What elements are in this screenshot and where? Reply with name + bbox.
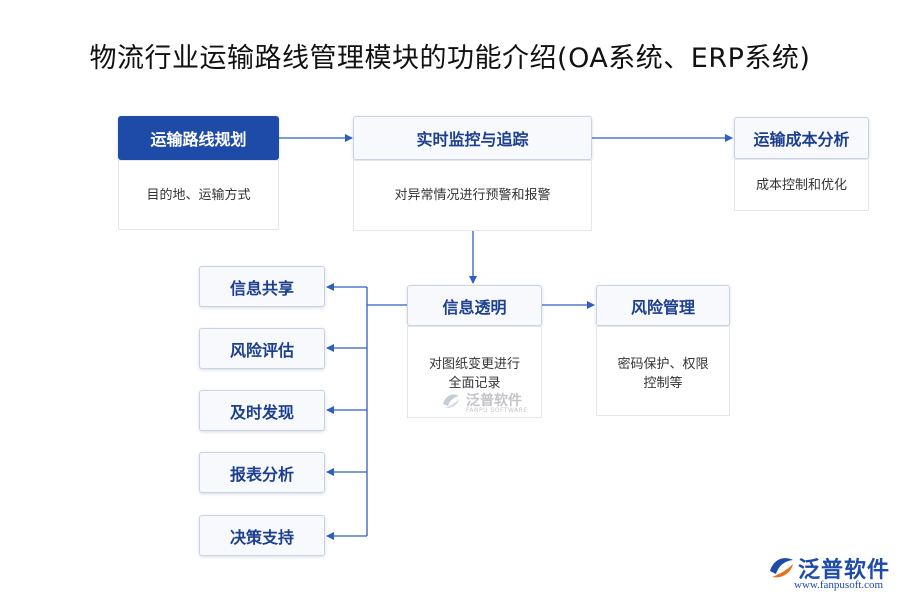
side-item-label: 决策支持 (229, 527, 294, 547)
brand-logo-url: www.fanpusoft.com (794, 579, 884, 591)
node-risk-management-detail-line1: 密码保护、权限 (617, 357, 709, 372)
node-info-transparency-label: 信息透明 (442, 297, 507, 317)
watermark-text: 泛普软件 (466, 393, 522, 409)
side-item-label: 及时发现 (229, 402, 294, 422)
watermark: 泛普软件 FANPU SOFTWARE (440, 390, 535, 416)
node-cost-analysis: 运输成本分析 (734, 117, 869, 159)
node-risk-management-detail: 密码保护、权限 控制等 (596, 326, 730, 416)
node-risk-management-detail-line2: 控制等 (643, 376, 683, 391)
node-monitoring-label: 实时监控与追踪 (416, 130, 529, 149)
node-monitoring: 实时监控与追踪 (353, 116, 592, 160)
side-item-risk-eval: 风险评估 (199, 328, 325, 369)
node-info-transparency: 信息透明 (407, 285, 542, 326)
node-cost-analysis-detail: 成本控制和优化 (734, 159, 869, 211)
node-route-planning: 运输路线规划 (118, 116, 279, 160)
side-item-label: 风险评估 (229, 340, 294, 360)
node-route-planning-label: 运输路线规划 (150, 130, 247, 149)
watermark-logo-icon (443, 394, 459, 409)
brand-logo-icon (770, 558, 793, 578)
node-route-planning-detail-text: 目的地、运输方式 (146, 187, 251, 203)
side-item-label: 信息共享 (229, 278, 294, 298)
page-title: 物流行业运输路线管理模块的功能介绍(OA系统、ERP系统) (89, 43, 811, 74)
node-info-transparency-detail: 对图纸变更进行 全面记录 (407, 326, 542, 418)
watermark-subtext: FANPU SOFTWARE (466, 407, 528, 414)
side-item-timely-find: 及时发现 (199, 390, 325, 431)
node-info-transparency-detail-line1: 对图纸变更进行 (428, 357, 520, 372)
node-cost-analysis-label: 运输成本分析 (753, 130, 850, 149)
node-route-planning-detail: 目的地、运输方式 (118, 160, 279, 230)
side-item-info-share: 信息共享 (199, 266, 325, 307)
node-monitoring-detail-text: 对异常情况进行预警和报警 (394, 188, 551, 203)
node-cost-analysis-detail-text: 成本控制和优化 (755, 177, 847, 193)
side-item-decision: 决策支持 (199, 515, 325, 556)
node-info-transparency-detail-line2: 全面记录 (448, 376, 501, 391)
side-item-label: 报表分析 (229, 464, 294, 484)
side-item-report: 报表分析 (199, 452, 325, 493)
brand-logo: 泛普软件 www.fanpusoft.com (766, 552, 896, 596)
node-monitoring-detail: 对异常情况进行预警和报警 (353, 160, 592, 231)
brand-logo-text: 泛普软件 (798, 558, 891, 583)
node-risk-management: 风险管理 (596, 285, 730, 326)
node-risk-management-label: 风险管理 (630, 297, 695, 317)
